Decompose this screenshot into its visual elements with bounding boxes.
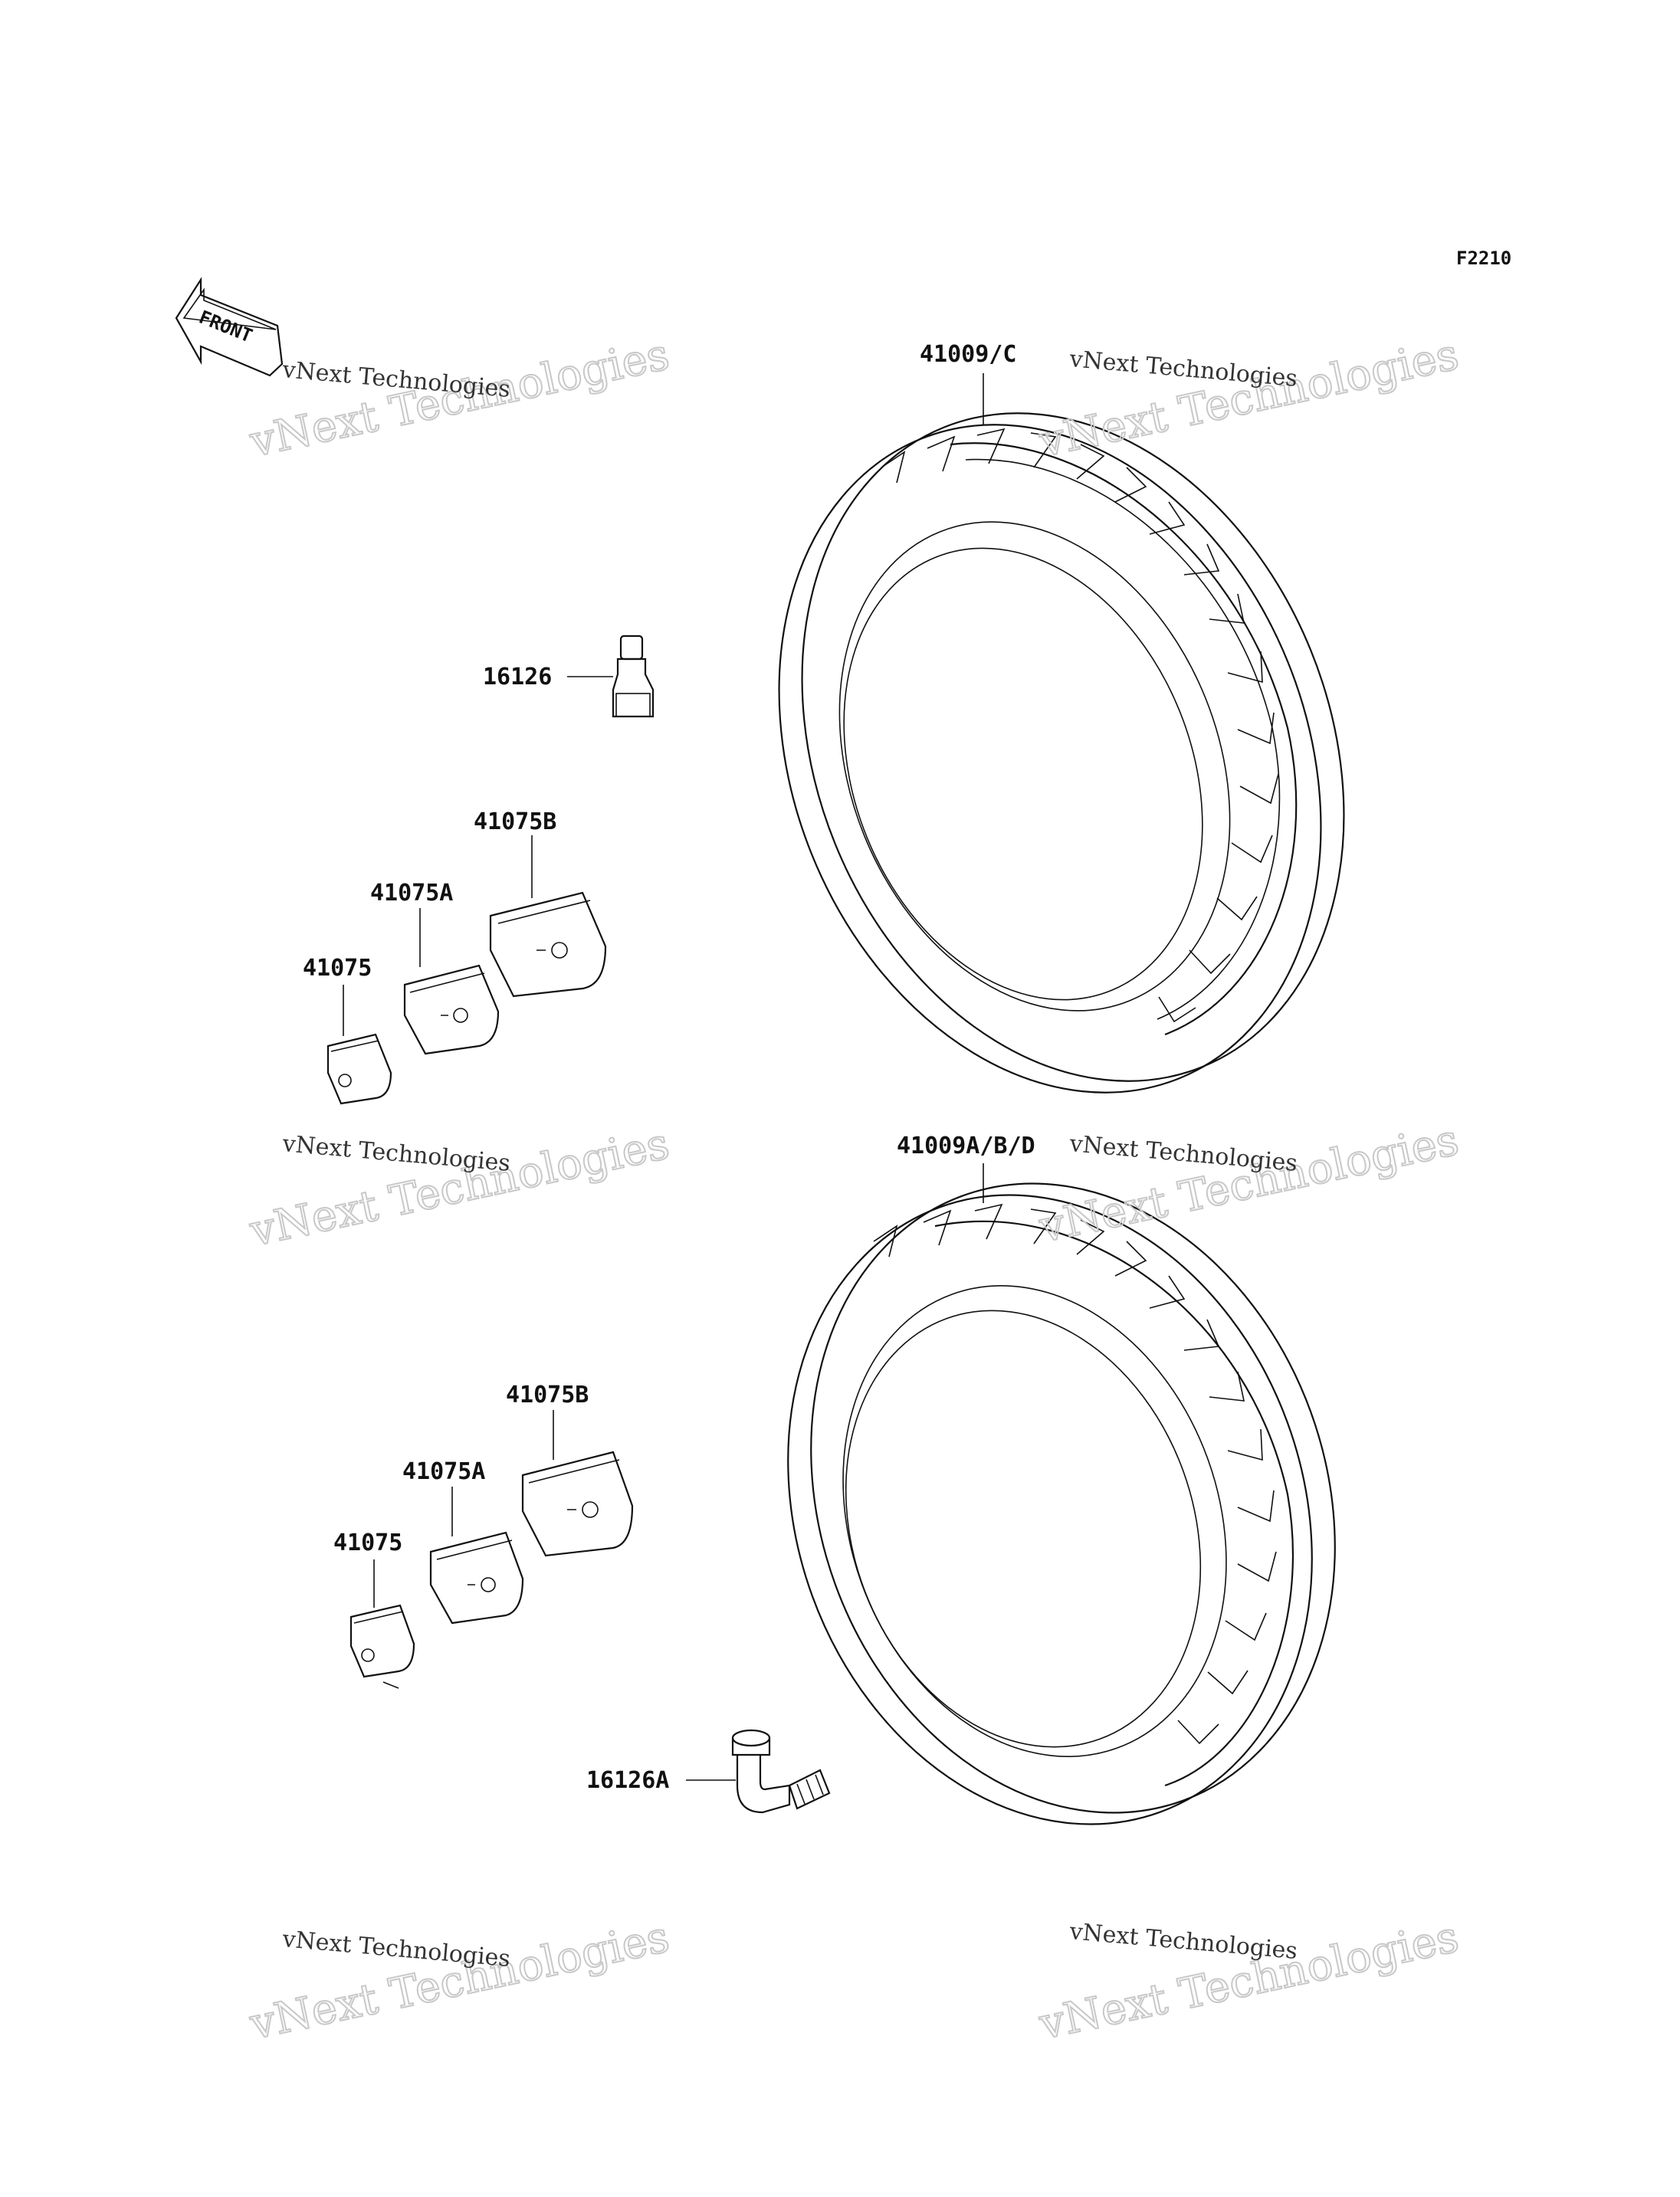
label-weight-upper: 41075 <box>303 955 372 982</box>
label-tire-rear: 41009/C <box>920 341 1016 368</box>
watermark-line-6: vNext Technologies <box>1068 1918 1298 1965</box>
label-weight-a-lower: 41075A <box>402 1458 485 1485</box>
tire-front <box>787 1182 1336 1825</box>
watermark-line-2: vNext Technologies <box>1068 346 1298 392</box>
weight-b-lower <box>521 1451 634 1557</box>
label-weight-b-lower: 41075B <box>506 1382 589 1408</box>
label-valve-straight: 16126 <box>483 664 552 690</box>
front-arrow-label: FRONT <box>196 307 255 347</box>
weight-a-lower <box>429 1531 524 1625</box>
label-tire-front: 41009A/B/D <box>897 1133 1035 1159</box>
label-valve-angled: 16126A <box>586 1767 669 1794</box>
label-weight-a-upper: 41075A <box>370 880 453 907</box>
valve-straight <box>612 635 655 718</box>
front-arrow-icon: FRONT <box>175 277 284 377</box>
weight-upper <box>326 1033 392 1105</box>
watermark-line-4: vNext Technologies <box>1068 1130 1298 1177</box>
watermark-line-5: vNext Technologies <box>281 1926 511 1972</box>
weight-a-upper <box>403 964 500 1055</box>
figure-code: F2210 <box>1456 248 1511 269</box>
label-weight-b-upper: 41075B <box>474 808 556 835</box>
tire-rear <box>778 412 1345 1094</box>
label-weight-lower: 41075 <box>333 1530 402 1556</box>
valve-angled <box>731 1729 831 1814</box>
weight-lower <box>349 1604 415 1689</box>
watermark-line-3: vNext Technologies <box>281 1130 511 1177</box>
weight-b-upper <box>489 891 607 998</box>
